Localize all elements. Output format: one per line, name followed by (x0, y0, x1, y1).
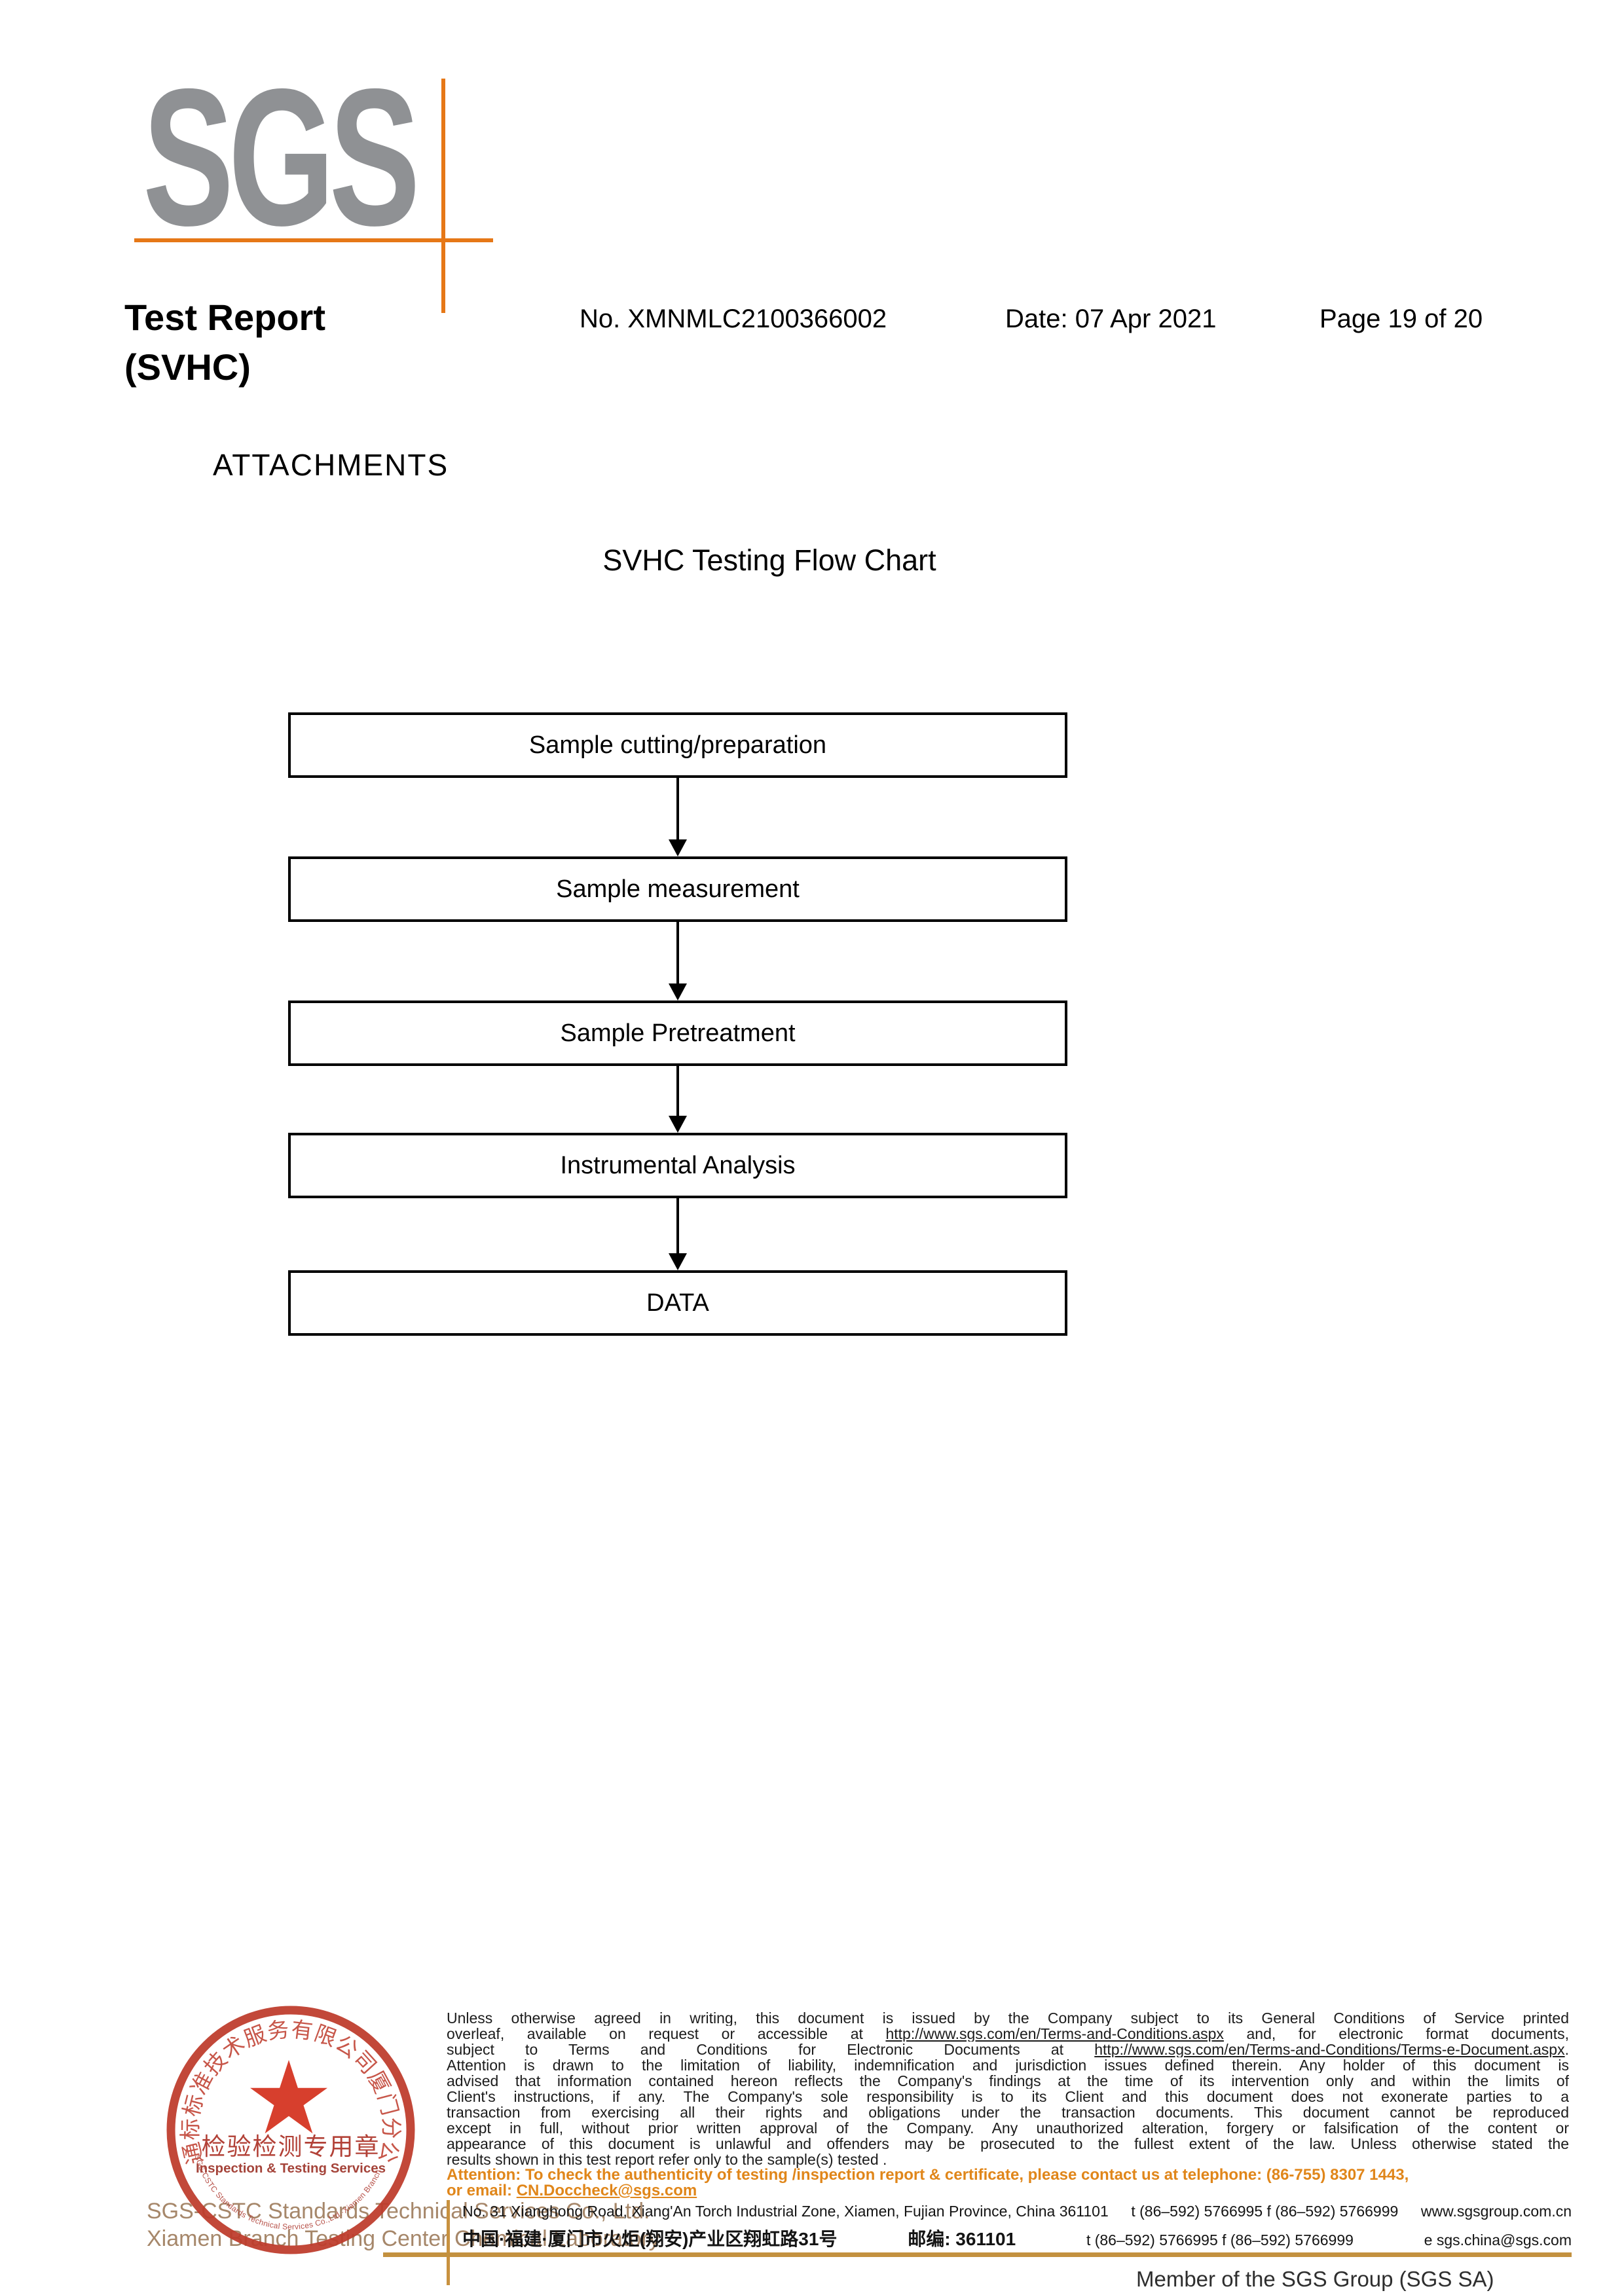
flowchart-down-arrow (667, 1198, 688, 1270)
footer-rule (383, 2252, 1572, 2257)
flowchart-step-label: Instrumental Analysis (560, 1151, 796, 1179)
website-url: www.sgsgroup.com.cn (1420, 2203, 1572, 2220)
arrow-shaft (676, 1198, 679, 1253)
phone-fax-cn: t (86–592) 5766995 f (86–592) 5766999 (1086, 2231, 1354, 2249)
disclaimer-line: advised that information contained hereo… (447, 2073, 1569, 2089)
flowchart-step-label: Sample measurement (556, 875, 800, 903)
disclaimer-line: Attention is drawn to the limitation of … (447, 2057, 1569, 2073)
address-row-en: No. 31 Xianghong Road, Xiang'An Torch In… (462, 2203, 1572, 2220)
flowchart-step-box: Instrumental Analysis (288, 1133, 1067, 1198)
flowchart-step-box: DATA (288, 1270, 1067, 1336)
sgs-logo: SGS (143, 48, 420, 266)
flowchart-step-box: Sample measurement (288, 856, 1067, 922)
report-number: No. XMNMLC2100366002 (580, 304, 887, 333)
disclaimer-line: Client's instructions, if any. The Compa… (447, 2089, 1569, 2104)
flowchart-step-box: Sample cutting/preparation (288, 712, 1067, 778)
email-address: e sgs.china@sgs.com (1424, 2231, 1572, 2249)
terms-url: http://www.sgs.com/en/Terms-and-Conditio… (885, 2026, 1224, 2042)
arrow-head-icon (669, 1253, 687, 1270)
disclaimer-line: transaction from exercising all their ri… (447, 2104, 1569, 2120)
terms-e-document-url: http://www.sgs.com/en/Terms-and-Conditio… (1094, 2042, 1565, 2057)
address-cn: 中国·福建·厦门市火炬(翔安)产业区翔虹路31号 (462, 2229, 838, 2249)
flowchart-down-arrow (667, 922, 688, 1001)
attachments-heading: ATTACHMENTS (213, 448, 449, 482)
flowchart-step-box: Sample Pretreatment (288, 1001, 1067, 1066)
arrow-head-icon (669, 1116, 687, 1133)
address-row-cn: 中国·福建·厦门市火炬(翔安)产业区翔虹路31号 邮编: 361101 t (8… (462, 2225, 1572, 2251)
disclaimer-line: Unless otherwise agreed in writing, this… (447, 2010, 1569, 2026)
stamp-ring (166, 2006, 415, 2254)
stamp-cn-label: 检验检测专用章 (202, 2133, 380, 2160)
disclaimer-line: except in full, without prior written ap… (447, 2120, 1569, 2136)
flowchart-step-label: Sample cutting/preparation (528, 731, 827, 759)
doccheck-email: CN.Doccheck@sgs.com (516, 2182, 697, 2199)
arrow-head-icon (669, 983, 687, 1001)
disclaimer-line: subject to Terms and Conditions for Elec… (447, 2042, 1569, 2057)
sgs-group-member-note: Member of the SGS Group (SGS SA) (1136, 2267, 1494, 2291)
flowchart-step-label: DATA (646, 1289, 709, 1317)
postal-code-cn: 邮编: 361101 (908, 2229, 1016, 2249)
attention-email-line: or email: CN.Doccheck@sgs.com (447, 2182, 697, 2199)
flowchart-title: SVHC Testing Flow Chart (602, 543, 936, 577)
report-date: Date: 07 Apr 2021 (1005, 304, 1217, 333)
flowchart-step-label: Sample Pretreatment (560, 1019, 796, 1047)
disclaimer-line: appearance of this document is unlawful … (447, 2136, 1569, 2152)
phone-fax-en: t (86–592) 5766995 f (86–592) 5766999 (1131, 2203, 1399, 2220)
stamp-en-label: Inspection & Testing Services (196, 2161, 386, 2176)
arrow-head-icon (669, 839, 687, 856)
flowchart-down-arrow (667, 778, 688, 856)
flowchart-down-arrow (667, 1066, 688, 1133)
disclaimer-line: results shown in this test report refer … (447, 2151, 887, 2168)
page-indicator: Page 19 of 20 (1320, 304, 1483, 333)
disclaimer-line: overleaf, available on request or access… (447, 2026, 1569, 2042)
address-en: No. 31 Xianghong Road, Xiang'An Torch In… (462, 2203, 1109, 2220)
red-star-icon (250, 2060, 327, 2134)
address-divider-line (447, 2200, 450, 2285)
disclaimer-block: Unless otherwise agreed in writing, this… (447, 2010, 1569, 2199)
arrow-shaft (676, 1066, 679, 1116)
logo-crosshair-horizontal-line (134, 238, 493, 242)
report-subtitle: (SVHC) (124, 346, 251, 388)
attention-line: Attention: To check the authenticity of … (447, 2166, 1409, 2184)
red-seal-stamp: 通标标准技术服务有限公司厦门分公司 检验检测专用章 Inspection & T… (160, 1999, 415, 2254)
company-name-line: SGS-CSTC Standards Technical Services Co… (147, 2199, 650, 2224)
report-title: Test Report (124, 297, 325, 338)
logo-crosshair-vertical-line (441, 79, 445, 313)
arrow-shaft (676, 922, 679, 983)
arrow-shaft (676, 778, 679, 839)
